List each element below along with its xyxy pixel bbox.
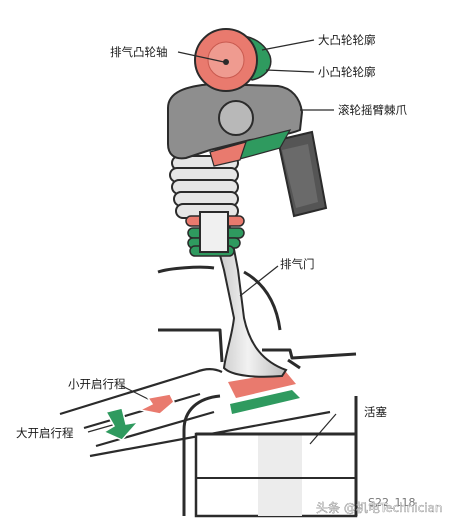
leader-lines [87,39,337,445]
watermark: 头条 @机电Technician [316,501,443,515]
label-large-lift: 大开启行程 [16,426,74,440]
label-exhaust-valve: 排气门 [280,257,315,271]
label-exhaust-camshaft: 排气凸轮轴 [110,45,168,59]
valve-spring [169,155,239,219]
label-small-lift: 小开启行程 [68,377,126,391]
valve-head-lift-zones [228,372,300,414]
exhaust-camshaft [194,28,272,92]
valve-stem-top [199,211,229,253]
exhaust-valve [208,217,288,378]
roller-rocker-arm [167,82,304,167]
rocker-roller [218,100,254,136]
lash-adjuster [276,130,328,218]
label-large-cam-profile: 大凸轮轮廓 [318,33,376,47]
cylinder [182,394,358,518]
label-roller-rocker-arm: 滚轮摇臂棘爪 [338,103,407,117]
label-piston: 活塞 [364,405,387,419]
figure-number: S22_118 [368,496,415,509]
large-lift-arrow [102,407,140,441]
cylinder-head-outline [157,265,357,370]
label-small-cam-profile: 小凸轮轮廓 [318,65,376,79]
small-lift-arrow [137,393,175,415]
